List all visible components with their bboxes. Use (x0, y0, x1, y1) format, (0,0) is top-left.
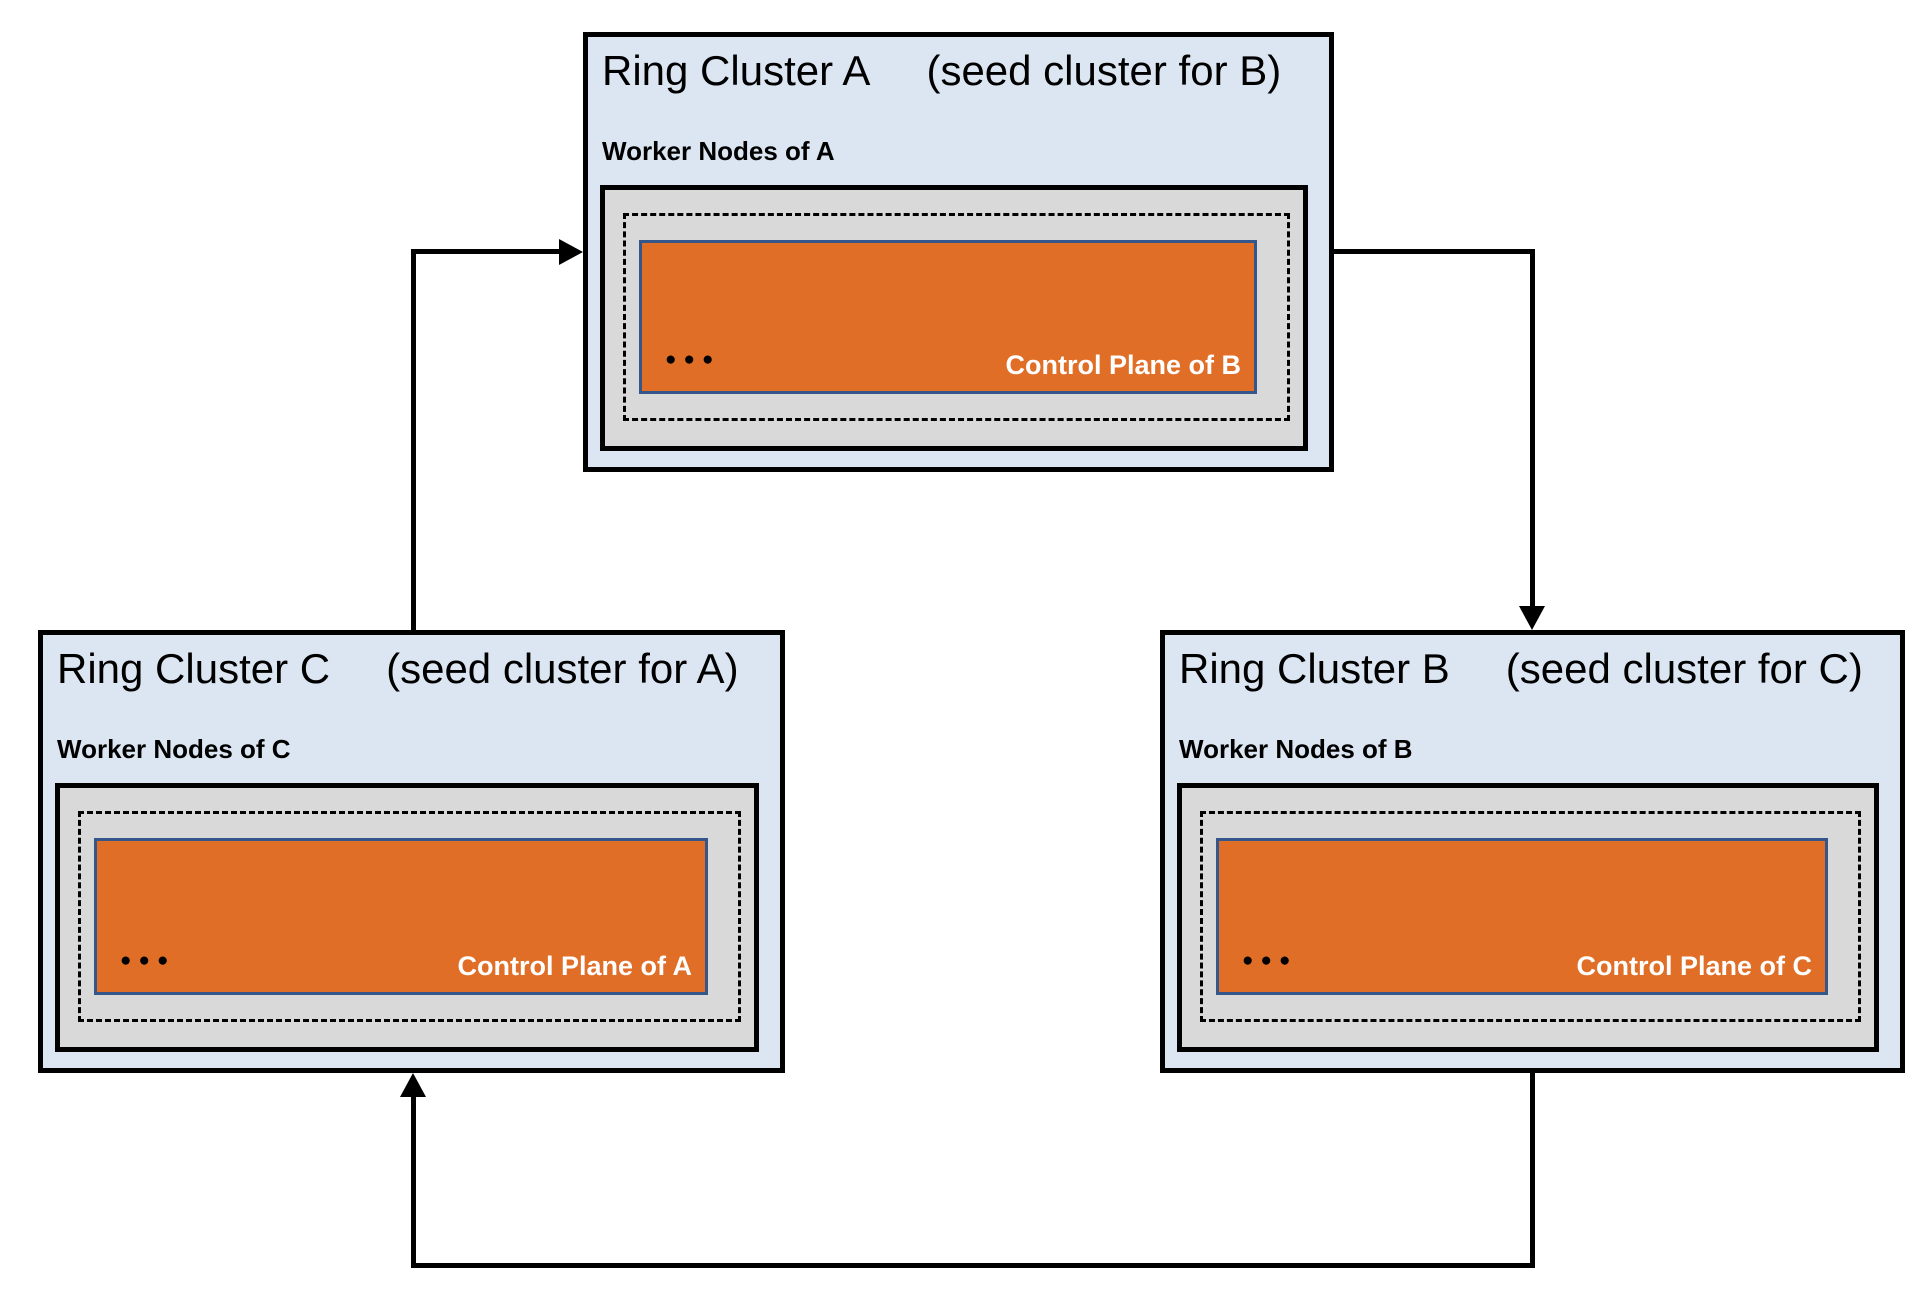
cluster-c-dashed-boundary: ●●● Control Plane of A (78, 811, 741, 1022)
ellipsis-icon: ●●● (1242, 950, 1298, 971)
cluster-c: Ring Cluster C (seed cluster for A) Work… (38, 630, 785, 1073)
ellipsis-icon: ●●● (120, 950, 176, 971)
cluster-a-title: Ring Cluster A (602, 47, 871, 94)
arrow-c-to-a-vertical-segment (411, 249, 416, 630)
cluster-a-dashed-boundary: ●●● Control Plane of B (623, 213, 1290, 421)
cluster-c-seed-label: (seed cluster for A) (386, 645, 739, 692)
cluster-c-worker-nodes-box: ●●● Control Plane of A (55, 783, 759, 1052)
arrow-b-to-c-vertical-segment-right (1530, 1073, 1535, 1268)
arrow-b-to-c-vertical-segment-left (411, 1097, 416, 1268)
cluster-c-control-plane-box: ●●● Control Plane of A (94, 838, 708, 995)
cluster-a-control-plane-box: ●●● Control Plane of B (639, 240, 1257, 394)
cluster-a-worker-label: Worker Nodes of A (602, 136, 835, 166)
cluster-a-worker-nodes-box: ●●● Control Plane of B (600, 185, 1308, 451)
ellipsis-icon: ●●● (665, 349, 721, 370)
cluster-c-title-row: Ring Cluster C (seed cluster for A) (57, 643, 772, 696)
arrow-b-to-c-horizontal-segment (411, 1263, 1535, 1268)
cluster-b-dashed-boundary: ●●● Control Plane of C (1200, 811, 1861, 1022)
cluster-a-title-row: Ring Cluster A (seed cluster for B) (602, 45, 1321, 98)
arrowhead-up-icon (400, 1073, 426, 1097)
cluster-b-seed-label: (seed cluster for C) (1505, 645, 1863, 692)
cluster-b-control-row: ●●● Control Plane of C (1219, 951, 1825, 992)
cluster-a-control-label: Control Plane of B (1005, 350, 1242, 381)
arrowhead-right-icon (559, 239, 583, 265)
cluster-c-control-label: Control Plane of A (457, 951, 693, 982)
cluster-a-seed-label: (seed cluster for B) (926, 47, 1282, 94)
cluster-c-title: Ring Cluster C (57, 645, 331, 692)
cluster-b-worker-label: Worker Nodes of B (1179, 734, 1413, 764)
cluster-a-control-row: ●●● Control Plane of B (642, 350, 1254, 391)
cluster-b: Ring Cluster B (seed cluster for C) Work… (1160, 630, 1905, 1073)
arrow-a-to-b-horizontal-segment (1334, 249, 1532, 254)
cluster-a: Ring Cluster A (seed cluster for B) Work… (583, 32, 1334, 472)
arrow-c-to-a-horizontal-segment (411, 249, 559, 254)
arrowhead-down-icon (1519, 606, 1545, 630)
cluster-c-worker-label: Worker Nodes of C (57, 734, 291, 764)
cluster-b-control-plane-box: ●●● Control Plane of C (1216, 838, 1828, 995)
cluster-b-title: Ring Cluster B (1179, 645, 1450, 692)
cluster-b-control-label: Control Plane of C (1576, 951, 1813, 982)
cluster-b-worker-nodes-box: ●●● Control Plane of C (1177, 783, 1879, 1052)
cluster-c-control-row: ●●● Control Plane of A (97, 951, 705, 992)
cluster-b-title-row: Ring Cluster B (seed cluster for C) (1179, 643, 1892, 696)
arrow-a-to-b-vertical-segment (1530, 249, 1535, 606)
